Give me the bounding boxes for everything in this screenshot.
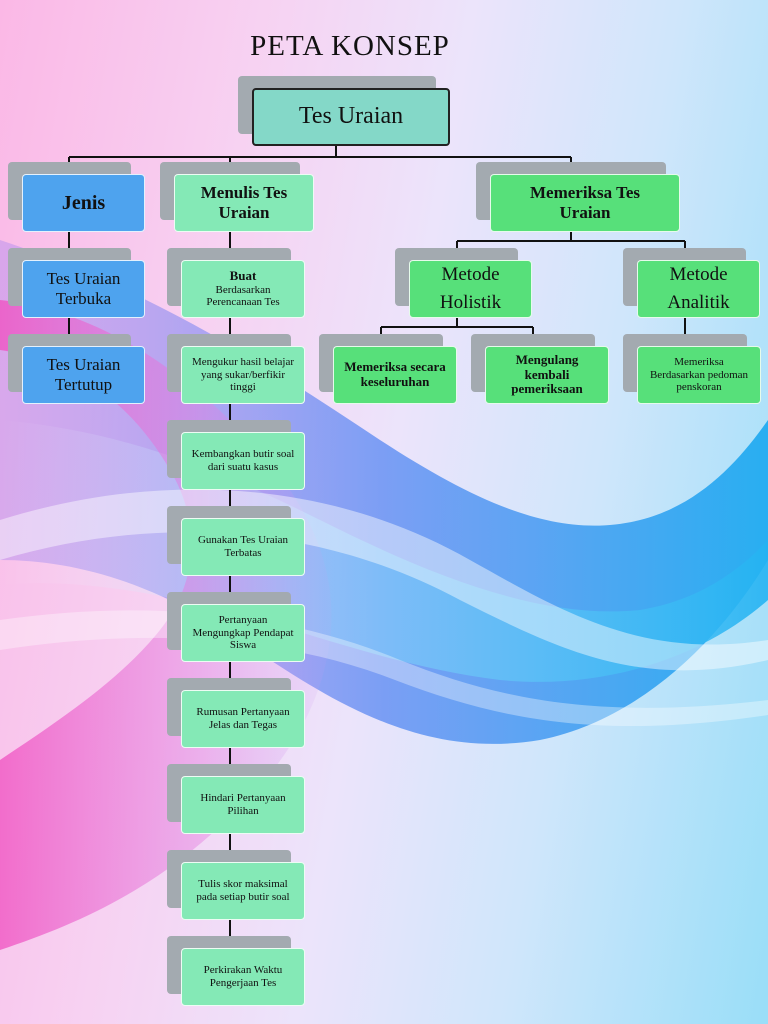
memeriksa-label: Memeriksa Tes Uraian — [490, 174, 680, 232]
holistik-label: Metode Holistik — [409, 260, 532, 318]
menulis-step: Kembangkan butir soal dari suatu kasus — [167, 420, 305, 490]
menulis-label: Menulis Tes Uraian — [174, 174, 314, 232]
menulis-step: Perkirakan Waktu Pengerjaan Tes — [167, 936, 305, 1006]
menulis-step: Tulis skor maksimal pada setiap butir so… — [167, 850, 305, 920]
analitik-label: Metode Analitik — [637, 260, 760, 318]
jenis-item-terbuka: Tes Uraian Terbuka — [8, 248, 145, 318]
analitik-item: Memeriksa Berdasarkan pedoman penskoran — [623, 334, 761, 404]
step-label: Mengukur hasil belajar yang sukar/berfik… — [181, 346, 305, 404]
step-label: Gunakan Tes Uraian Terbatas — [181, 518, 305, 576]
analitik-item-label: Memeriksa Berdasarkan pedoman penskoran — [637, 346, 761, 404]
metode-analitik-node: Metode Analitik — [623, 248, 760, 318]
step-label: Rumusan Pertanyaan Jelas dan Tegas — [181, 690, 305, 748]
menulis-step: Gunakan Tes Uraian Terbatas — [167, 506, 305, 576]
metode-holistik-node: Metode Holistik — [395, 248, 532, 318]
root-node: Tes Uraian — [238, 76, 450, 146]
step-label: Pertanyaan Mengungkap Pendapat Siswa — [181, 604, 305, 662]
page-title: PETA KONSEP — [250, 30, 450, 62]
menulis-node: Menulis Tes Uraian — [160, 162, 314, 232]
holistik-item: Mengulang kembali pemeriksaan — [471, 334, 609, 404]
holistik-item-label: Memeriksa secara keseluruhan — [333, 346, 457, 404]
holistik-item-label: Mengulang kembali pemeriksaan — [485, 346, 609, 404]
step-face: Buat Berdasarkan Perencanaan Tes — [181, 260, 305, 318]
root-label: Tes Uraian — [252, 88, 450, 146]
memeriksa-node: Memeriksa Tes Uraian — [476, 162, 680, 232]
step-body: Berdasarkan Perencanaan Tes — [206, 283, 280, 309]
menulis-step: Rumusan Pertanyaan Jelas dan Tegas — [167, 678, 305, 748]
jenis-node: Jenis — [8, 162, 145, 232]
menulis-step-buat: Buat Berdasarkan Perencanaan Tes — [167, 248, 305, 318]
menulis-step: Mengukur hasil belajar yang sukar/berfik… — [167, 334, 305, 404]
jenis-item-tertutup: Tes Uraian Tertutup — [8, 334, 145, 404]
jenis-item-label: Tes Uraian Terbuka — [22, 260, 145, 318]
menulis-step: Pertanyaan Mengungkap Pendapat Siswa — [167, 592, 305, 662]
jenis-label: Jenis — [22, 174, 145, 232]
menulis-step: Hindari Pertanyaan Pilihan — [167, 764, 305, 834]
step-heading: Buat — [229, 267, 257, 283]
holistik-item: Memeriksa secara keseluruhan — [319, 334, 457, 404]
jenis-item-label: Tes Uraian Tertutup — [22, 346, 145, 404]
step-label: Hindari Pertanyaan Pilihan — [181, 776, 305, 834]
step-label: Kembangkan butir soal dari suatu kasus — [181, 432, 305, 490]
step-label: Tulis skor maksimal pada setiap butir so… — [181, 862, 305, 920]
step-label: Perkirakan Waktu Pengerjaan Tes — [181, 948, 305, 1006]
